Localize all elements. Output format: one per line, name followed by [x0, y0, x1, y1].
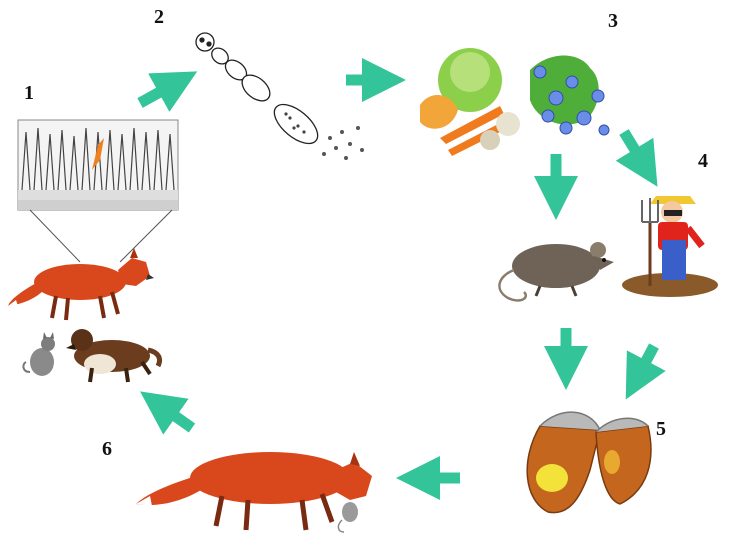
- arrow-1-to-2: [140, 82, 178, 103]
- eggs-icon: [322, 126, 364, 160]
- mouse-icon: [499, 242, 614, 300]
- dog-icon: [66, 329, 160, 382]
- fox-with-prey-icon: [136, 452, 372, 532]
- step-number-4: 4: [698, 150, 708, 173]
- fox-icon: [8, 248, 154, 320]
- arrow-3-to-4: [624, 132, 646, 168]
- step-number-6: 6: [102, 438, 112, 461]
- liver-icon: [527, 412, 651, 512]
- prey-mouse-icon: [342, 502, 358, 522]
- intestine-icon: [18, 120, 178, 262]
- cat-icon: [23, 332, 55, 376]
- cyst-icon: [536, 464, 568, 492]
- arrow-6-to-1: [158, 404, 192, 428]
- step-number-1: 1: [24, 82, 34, 105]
- step-number-3: 3: [608, 10, 618, 33]
- berries-icon: [530, 56, 609, 136]
- arrow-4-to-5: [636, 346, 654, 380]
- farmer-icon: [622, 196, 718, 297]
- step-number-2: 2: [154, 6, 164, 29]
- vegetables-icon: [420, 48, 520, 156]
- step-number-5: 5: [656, 418, 666, 441]
- tapeworm-icon: [196, 33, 324, 151]
